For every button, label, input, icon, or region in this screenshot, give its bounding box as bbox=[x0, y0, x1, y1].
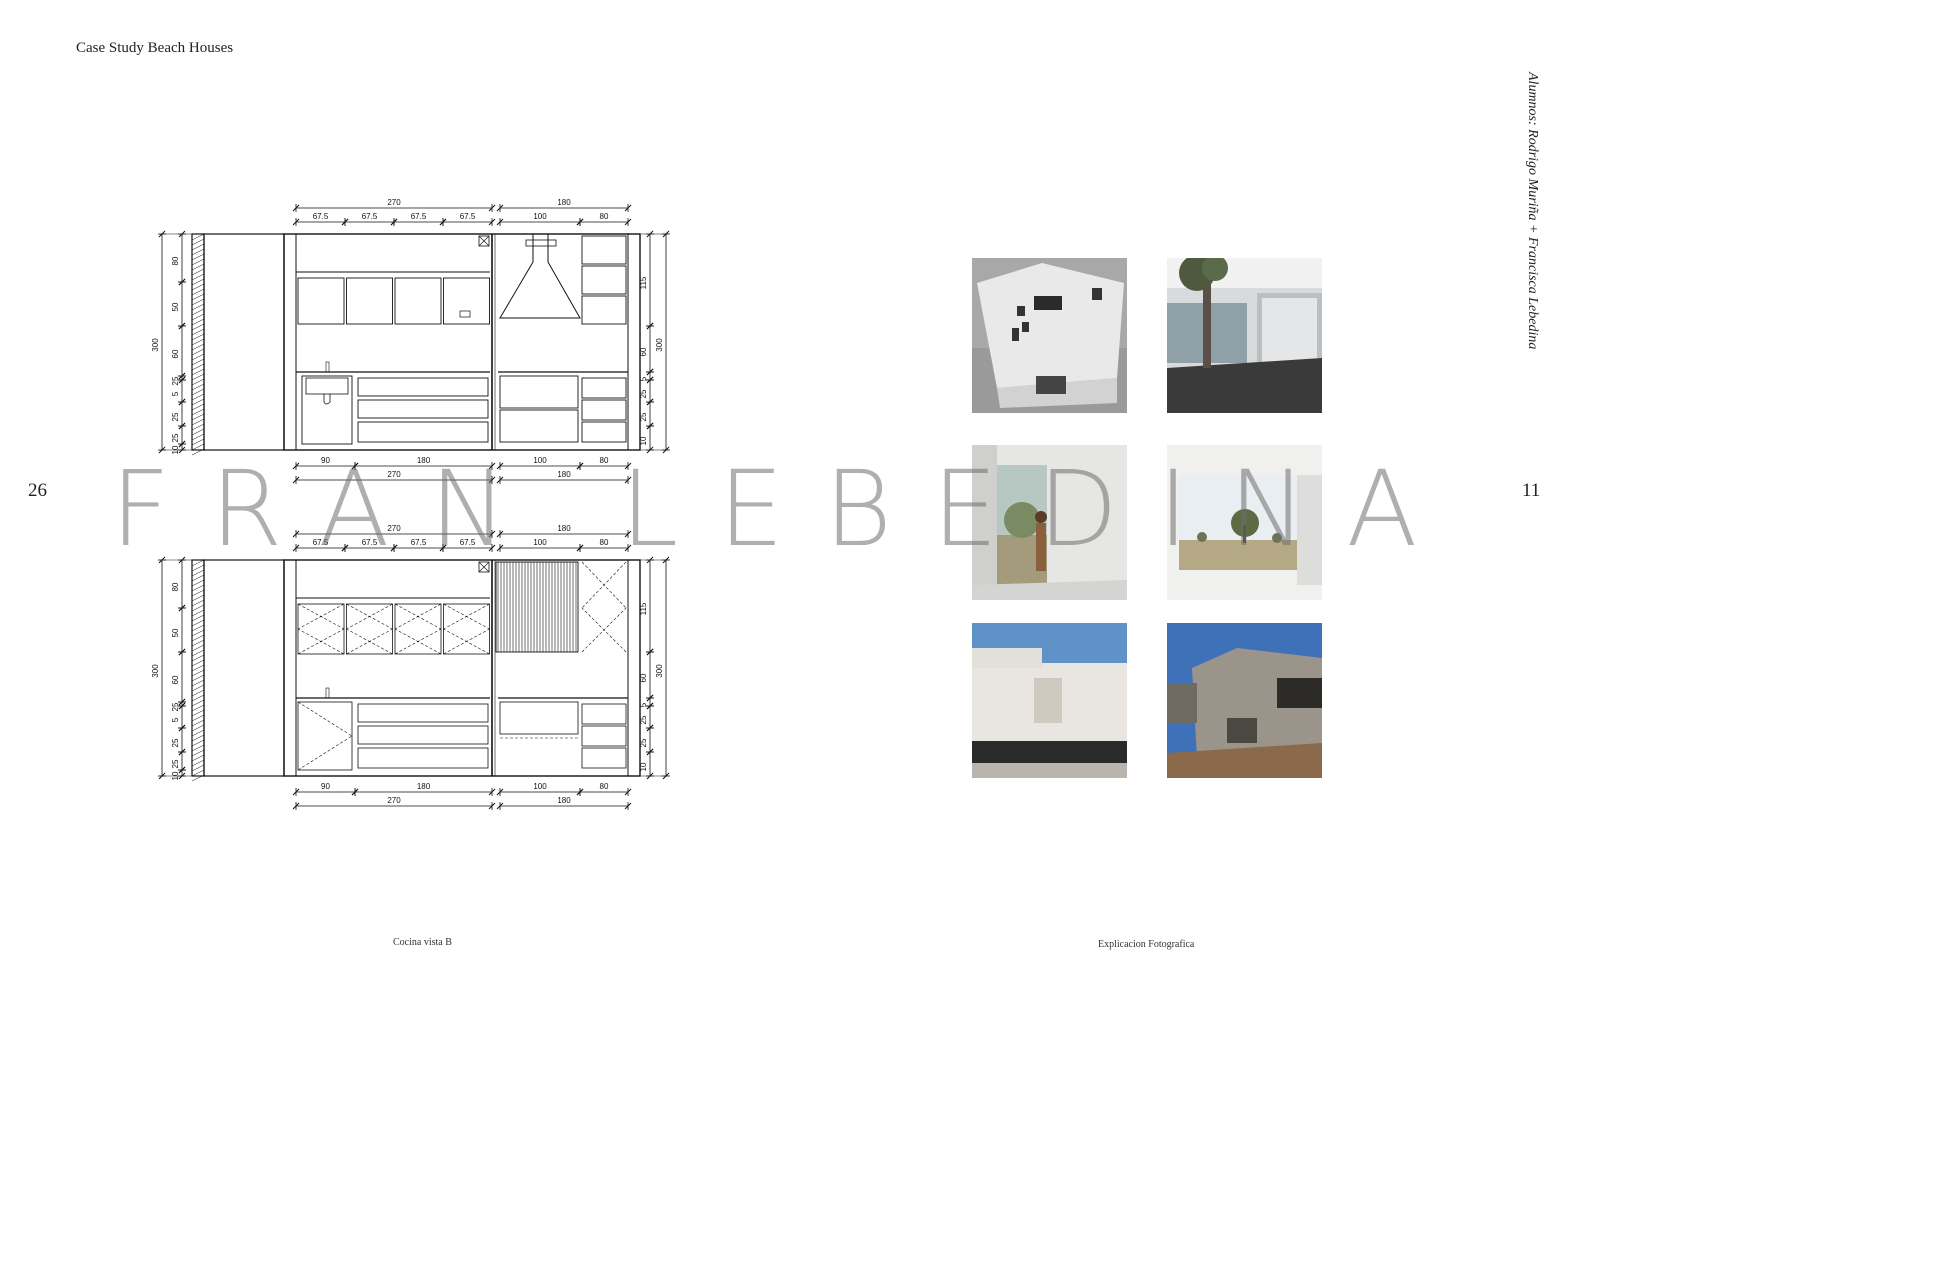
dimension-label: 67.5 bbox=[411, 212, 427, 221]
dimension-label: 67.5 bbox=[313, 538, 329, 547]
dimension-label: 300 bbox=[151, 664, 160, 678]
dimension-label: 180 bbox=[557, 470, 571, 479]
dimension-label: 115 bbox=[639, 276, 648, 289]
dimension-label: 50 bbox=[171, 628, 180, 637]
elevation-bottom: 270 180 67.5 67.5 67.5 67.5 100 80 90 180 100 80 270… bbox=[151, 524, 670, 810]
dimension-label: 100 bbox=[533, 212, 547, 221]
dimension-label: 60 bbox=[171, 675, 180, 684]
dimension-label: 67.5 bbox=[362, 538, 378, 547]
dimension-label: 10 bbox=[639, 762, 648, 771]
white-facade-photo bbox=[972, 623, 1127, 778]
window-landscape-photo bbox=[1167, 445, 1322, 600]
dimension-label: 300 bbox=[151, 338, 160, 352]
dimension-label: 25 bbox=[171, 702, 180, 711]
page-number-left: 26 bbox=[28, 480, 47, 501]
dimension-label: 80 bbox=[171, 582, 180, 591]
dimension-label: 80 bbox=[600, 782, 609, 791]
page-number-right: 11 bbox=[1522, 480, 1541, 501]
dimension-label: 60 bbox=[171, 349, 180, 358]
dimension-label: 80 bbox=[600, 538, 609, 547]
dimension-label: 270 bbox=[387, 470, 401, 479]
dimension-label: 25 bbox=[639, 389, 648, 398]
courtyard-tree-photo bbox=[1167, 258, 1322, 413]
dimension-label: 180 bbox=[557, 524, 571, 533]
dimension-label: 10 bbox=[171, 771, 180, 780]
dimension-label: 5 bbox=[171, 717, 180, 722]
dimension-label: 270 bbox=[387, 796, 401, 805]
dimension-label: 180 bbox=[557, 198, 571, 207]
dimension-label: 25 bbox=[171, 433, 180, 442]
dimension-label: 5 bbox=[171, 391, 180, 396]
interior-person-photo bbox=[972, 445, 1127, 600]
dimension-label: 67.5 bbox=[460, 212, 476, 221]
dimension-label: 25 bbox=[171, 412, 180, 421]
dimension-label: 67.5 bbox=[362, 212, 378, 221]
dimension-label: 10 bbox=[639, 436, 648, 445]
dimension-label: 67.5 bbox=[411, 538, 427, 547]
dimension-label: 25 bbox=[171, 738, 180, 747]
dimension-label: 100 bbox=[533, 538, 547, 547]
dimension-label: 180 bbox=[417, 782, 431, 791]
dimension-label: 60 bbox=[639, 347, 648, 356]
elevation-top: 270 180 67.5 67.5 67.5 67.5 100 80 90 180 100 80 270… bbox=[151, 198, 670, 484]
dimension-label: 25 bbox=[171, 376, 180, 385]
dimension-label: 5 bbox=[639, 376, 648, 381]
dimension-label: 5 bbox=[639, 702, 648, 707]
dimension-label: 60 bbox=[639, 673, 648, 682]
dimension-label: 67.5 bbox=[460, 538, 476, 547]
dimension-label: 180 bbox=[557, 796, 571, 805]
dimension-label: 25 bbox=[639, 715, 648, 724]
dimension-label: 67.5 bbox=[313, 212, 329, 221]
dimension-label: 300 bbox=[655, 338, 664, 352]
dimension-label: 300 bbox=[655, 664, 664, 678]
model-photo bbox=[972, 258, 1127, 413]
dimension-label: 270 bbox=[387, 198, 401, 207]
dimension-label: 115 bbox=[639, 602, 648, 615]
running-header: Case Study Beach Houses bbox=[76, 40, 234, 56]
dimension-label: 100 bbox=[533, 782, 547, 791]
dimension-label: 25 bbox=[171, 759, 180, 768]
dimension-label: 90 bbox=[321, 782, 330, 791]
dimension-label: 25 bbox=[639, 738, 648, 747]
dimension-label: 90 bbox=[321, 456, 330, 465]
authors-credit: Alumnos: Rodrigo Muriña + Francisca Lebe… bbox=[1525, 72, 1540, 350]
concrete-house-photo bbox=[1167, 623, 1322, 778]
dimension-label: 25 bbox=[639, 412, 648, 421]
kitchen-elevation-drawing: 270 180 67.5 67.5 67.5 67.5 100 80 90 180 100 80 270… bbox=[151, 198, 670, 810]
dimension-label: 10 bbox=[171, 445, 180, 454]
dimension-label: 50 bbox=[171, 302, 180, 311]
dimension-label: 80 bbox=[600, 456, 609, 465]
dimension-label: 270 bbox=[387, 524, 401, 533]
drawing-caption: Cocina vista B bbox=[393, 937, 452, 948]
dimension-label: 80 bbox=[600, 212, 609, 221]
dimension-label: 80 bbox=[171, 256, 180, 265]
dimension-label: 180 bbox=[417, 456, 431, 465]
dimension-label: 100 bbox=[533, 456, 547, 465]
photos-caption: Explicacion Fotografica bbox=[1098, 939, 1195, 950]
